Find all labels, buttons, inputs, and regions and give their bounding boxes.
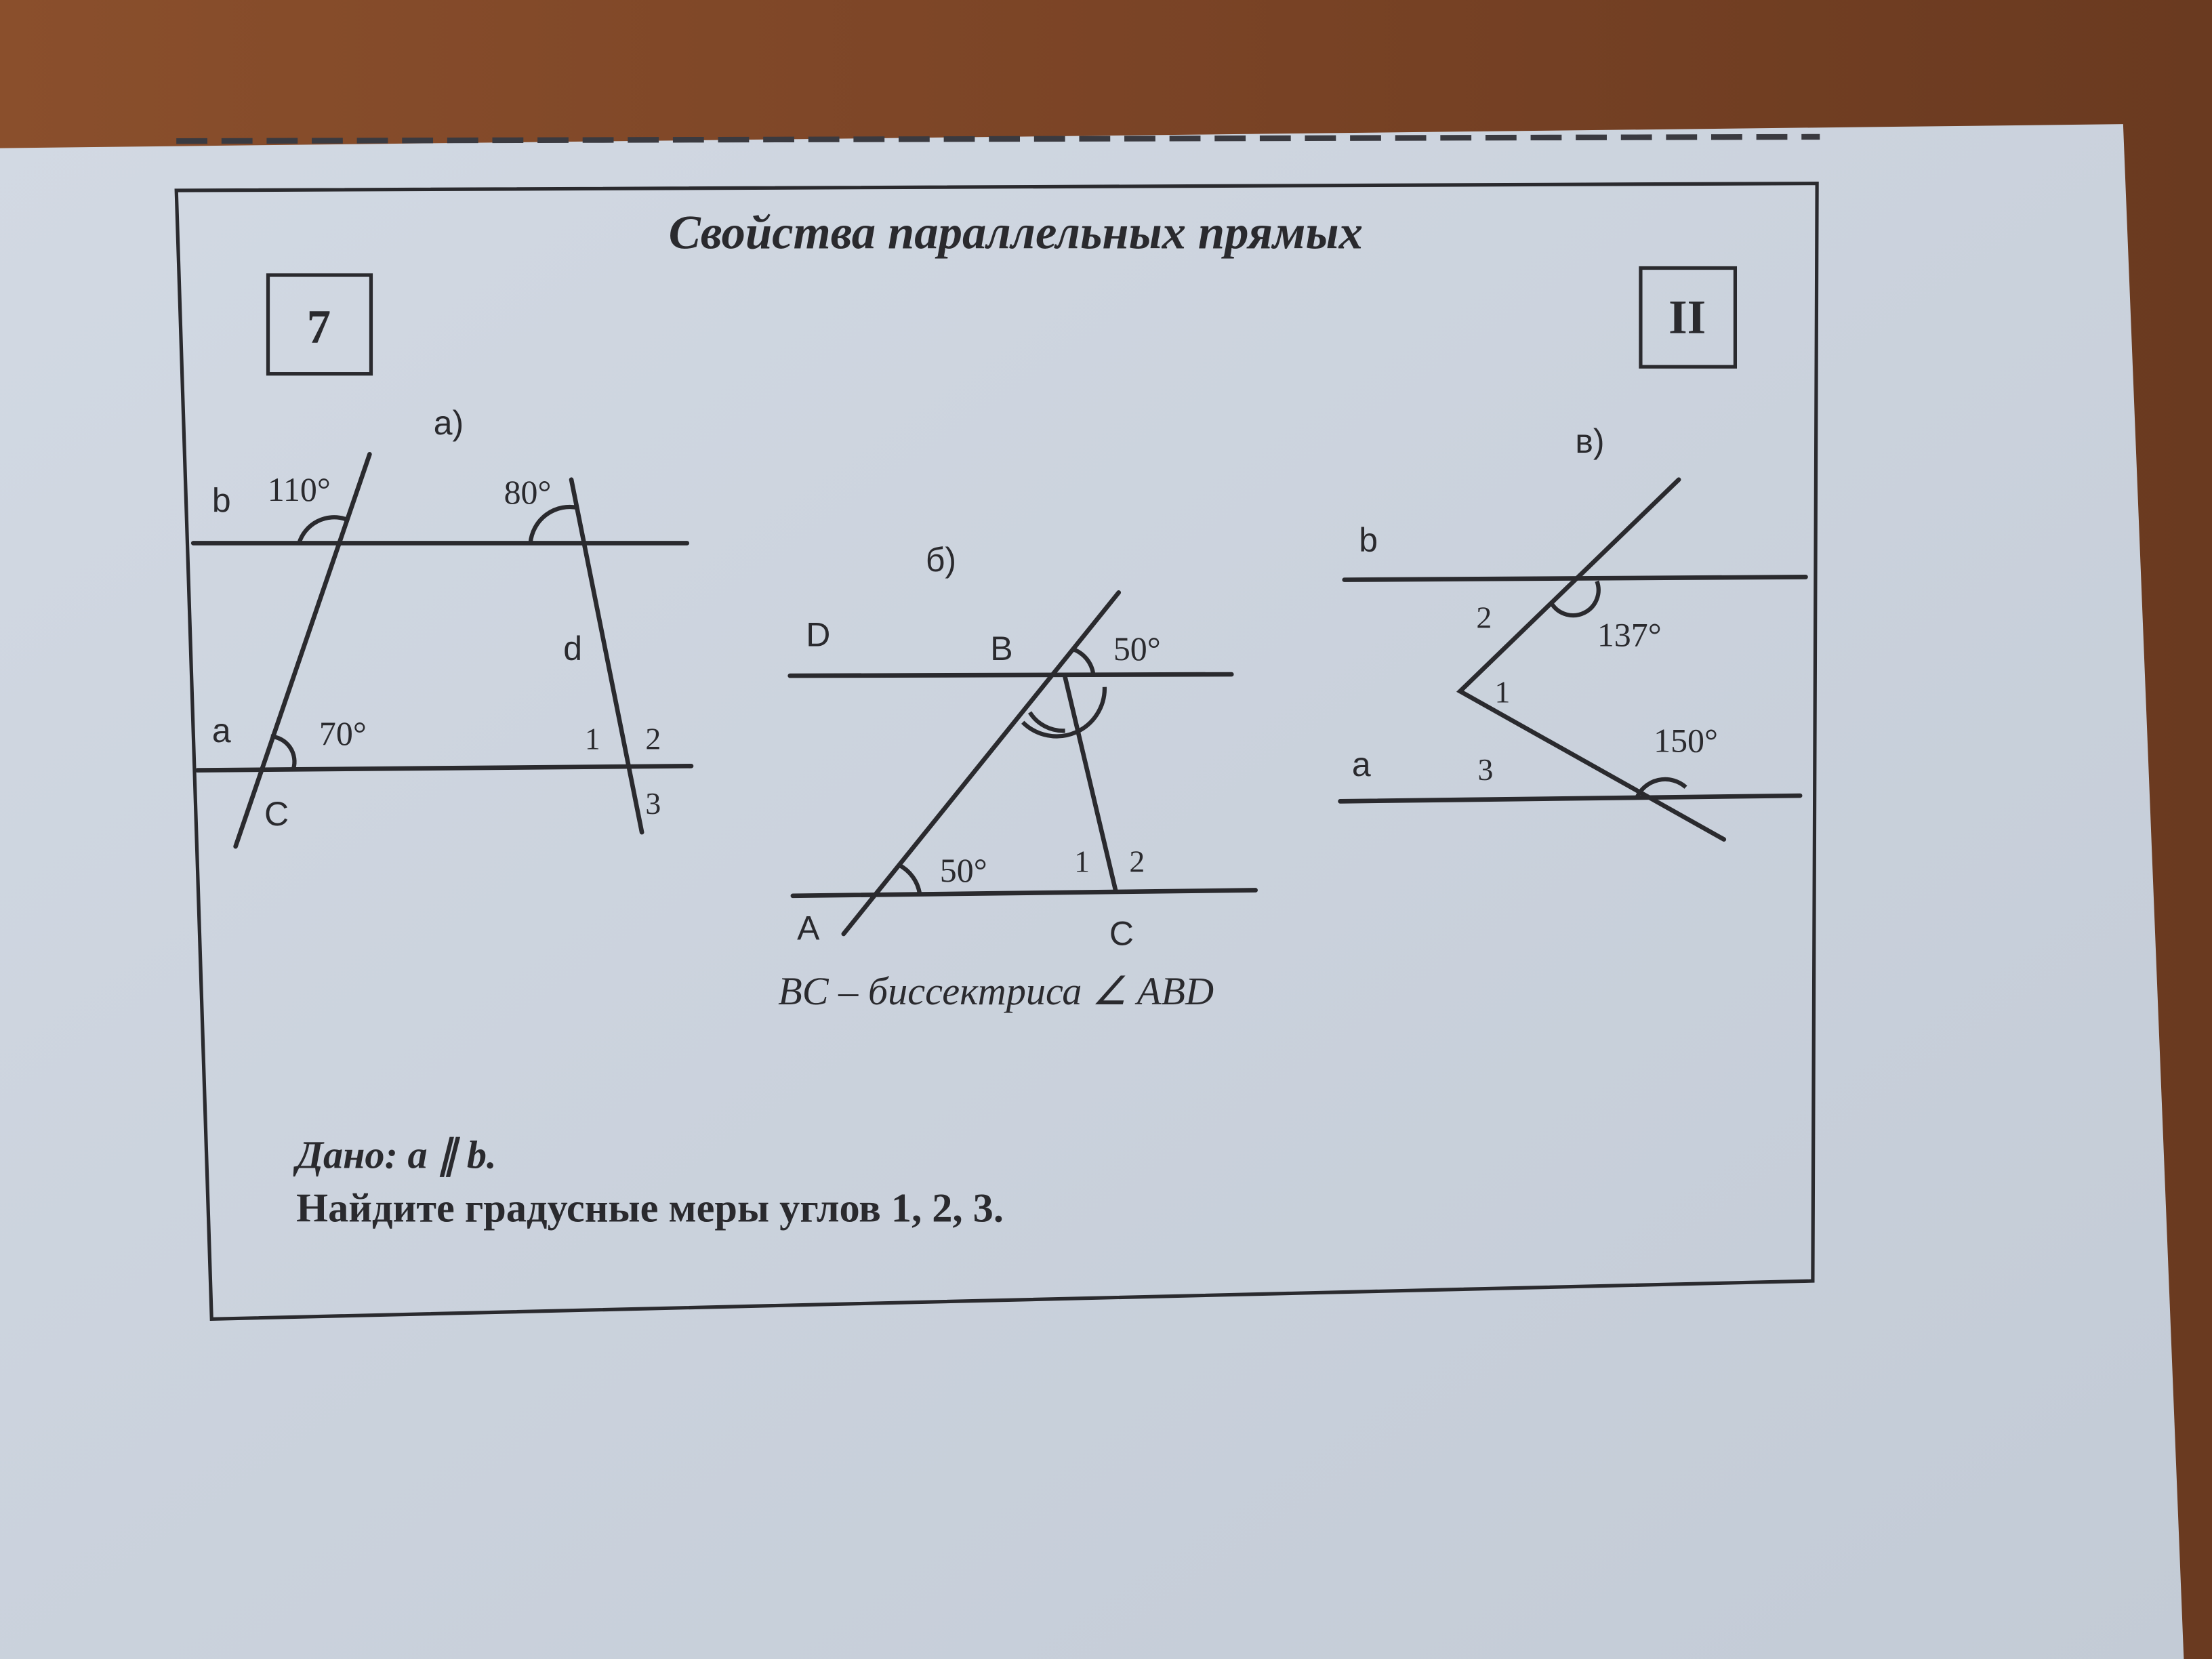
- bisector-caption: BC – биссектриса ∠ ABD: [778, 969, 1214, 1013]
- point-d-label: D: [806, 615, 830, 653]
- variant-box: [1639, 266, 1738, 369]
- worksheet-title: Свойства параллельных прямых: [669, 206, 1363, 259]
- line-c-label: c: [264, 795, 289, 833]
- point-b-label: B: [990, 630, 1012, 668]
- angle-150-label: 150°: [1654, 722, 1718, 760]
- line-b-label: b: [212, 482, 231, 520]
- figure-c: в) b 2 137° 1 150° a 3: [1338, 422, 1808, 842]
- task-text: Найдите градусные меры углов 1, 2, 3.: [296, 1186, 1004, 1231]
- line-a-label: a: [212, 712, 231, 750]
- angle-1-label: 1: [1074, 844, 1090, 878]
- given-text: Дано: a ∥ b.: [293, 1133, 496, 1178]
- point-a-label: A: [797, 909, 820, 947]
- figure-b: б) D B 50° 50° 1 2 A C BC – биссектриса …: [778, 541, 1258, 1013]
- angle-2-label: 2: [1476, 600, 1492, 634]
- figure-c-label: в): [1575, 422, 1604, 460]
- angle-2-label: 2: [1129, 844, 1145, 878]
- angle-1-label: 1: [1494, 675, 1510, 710]
- angle-80-label: 80°: [504, 473, 552, 511]
- angle-1-label: 1: [585, 721, 600, 756]
- angle-2-label: 2: [645, 721, 661, 756]
- angle-3-label: 3: [645, 786, 661, 821]
- point-c-label: C: [1109, 915, 1134, 953]
- figure-b-label: б): [926, 541, 956, 579]
- line-a-label: a: [1352, 745, 1371, 783]
- angle-50-top-label: 50°: [1113, 630, 1161, 668]
- card-number: 7: [307, 301, 331, 354]
- angle-50-bottom-label: 50°: [940, 851, 987, 889]
- figure-a: а) b 110° 80° d a 70° c 1 2 3: [190, 404, 694, 849]
- variant-number: II: [1668, 291, 1706, 344]
- angle-70-label: 70°: [319, 714, 367, 752]
- angle-137-label: 137°: [1597, 615, 1662, 653]
- line-b-label: b: [1359, 521, 1378, 559]
- angle-110-label: 110°: [268, 470, 331, 508]
- angle-3-label: 3: [1478, 752, 1494, 787]
- worksheet-frame: [174, 181, 1819, 1321]
- cut-line: [176, 134, 1820, 144]
- figure-a-label: а): [434, 404, 464, 442]
- card-number-box: [266, 273, 373, 376]
- line-d-label: d: [563, 630, 582, 668]
